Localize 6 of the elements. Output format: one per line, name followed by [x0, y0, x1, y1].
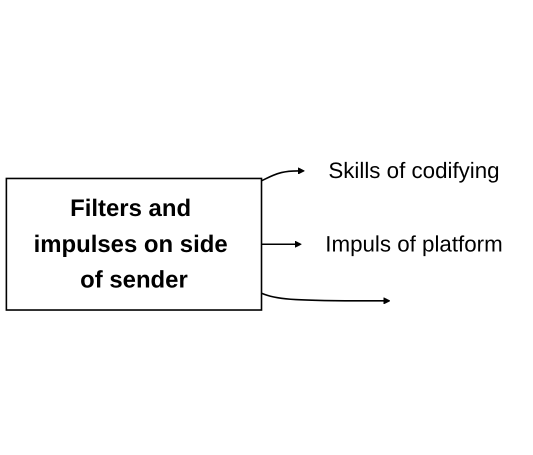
arrow	[261, 292, 390, 304]
arrow	[261, 167, 305, 182]
node-text: Skills of codifying	[328, 158, 500, 183]
arrow	[262, 240, 302, 248]
node-box: Filters and impulses on side of sender	[6, 178, 262, 311]
node-text: Impuls of platform	[325, 231, 503, 256]
